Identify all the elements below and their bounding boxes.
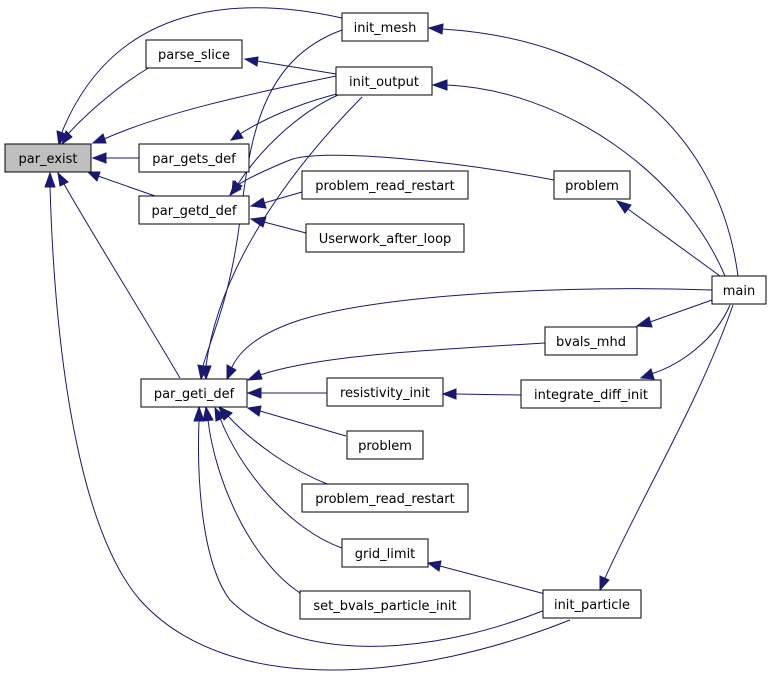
edge-main-to-integrate-diff-init	[639, 304, 731, 380]
edge-problem-to-par-getd-def	[229, 154, 555, 197]
node-problem-2[interactable]: problem	[346, 430, 424, 460]
node-problem-read-restart-1[interactable]: problem_read_restart	[301, 170, 469, 200]
node-label: grid_limit	[355, 547, 416, 562]
node-label: integrate_diff_init	[534, 388, 648, 403]
node-label: init_particle	[554, 598, 630, 613]
node-problem-1[interactable]: problem	[553, 170, 631, 200]
edge-userwork-to-par-getd-def	[249, 216, 307, 234]
node-label: init_mesh	[354, 21, 417, 36]
node-par-exist[interactable]: par_exist	[4, 143, 92, 173]
node-label: par_geti_def	[154, 387, 235, 402]
node-resistivity-init[interactable]: resistivity_init	[326, 377, 444, 407]
node-init-output[interactable]: init_output	[335, 66, 433, 96]
edge-par-geti-def-to-par-exist	[57, 171, 181, 379]
node-label: resistivity_init	[340, 386, 430, 401]
edge-problem-read-restart-1-to-par-getd-def	[249, 191, 303, 209]
edge-init-particle-to-par-geti-def	[193, 405, 546, 647]
edge-main-to-init-particle	[599, 304, 734, 592]
edge-problem-2-to-par-geti-def	[246, 405, 347, 437]
edge-init-output-to-par-gets-def	[229, 91, 346, 141]
node-grid-limit[interactable]: grid_limit	[341, 538, 429, 568]
node-par-gets-def[interactable]: par_gets_def	[138, 143, 250, 173]
edge-init-output-to-par-exist	[91, 75, 337, 144]
edge-parse-slice-to-par-exist	[61, 66, 151, 146]
edge-integrate-diff-init-to-resistivity-init	[441, 388, 522, 400]
edge-main-to-problem	[615, 200, 721, 277]
node-label: set_bvals_particle_init	[313, 599, 456, 614]
edge-main-to-bvals-mhd	[635, 299, 713, 328]
node-label: par_exist	[18, 152, 77, 167]
node-label: Userwork_after_loop	[319, 232, 452, 247]
node-label: init_output	[349, 75, 419, 90]
node-label: problem	[565, 179, 619, 194]
node-parse-slice[interactable]: parse_slice	[145, 39, 243, 69]
node-problem-read-restart-2[interactable]: problem_read_restart	[301, 483, 469, 513]
edge-init-particle-to-par-exist	[44, 171, 571, 671]
node-bvals-mhd[interactable]: bvals_mhd	[544, 326, 638, 356]
node-init-mesh[interactable]: init_mesh	[341, 12, 429, 42]
node-integrate-diff-init[interactable]: integrate_diff_init	[520, 379, 662, 409]
node-par-getd-def[interactable]: par_getd_def	[138, 195, 250, 225]
edge-par-gets-def-to-par-exist	[91, 152, 139, 164]
node-label: main	[723, 284, 755, 299]
edge-init-output-to-parse-slice	[243, 56, 337, 75]
edge-problem-read-restart-2-to-par-geti-def	[218, 406, 331, 486]
edge-main-to-init-output	[431, 79, 726, 277]
edge-set-bvals-to-par-geti-def	[202, 405, 301, 594]
node-label: bvals_mhd	[556, 335, 626, 350]
edge-resistivity-init-to-par-geti-def	[246, 387, 327, 399]
node-label: problem	[358, 439, 412, 454]
nodes: par_exist parse_slice par_gets_def par_g…	[4, 12, 767, 620]
node-init-particle[interactable]: init_particle	[542, 589, 642, 619]
node-main[interactable]: main	[711, 275, 767, 305]
edges	[44, 7, 739, 671]
node-userwork-after-loop[interactable]: Userwork_after_loop	[305, 223, 465, 253]
node-label: par_gets_def	[152, 152, 236, 167]
edge-bvals-mhd-to-par-geti-def	[246, 342, 546, 381]
node-par-geti-def[interactable]: par_geti_def	[140, 378, 248, 408]
node-label: parse_slice	[158, 48, 230, 63]
node-set-bvals-particle-init[interactable]: set_bvals_particle_init	[299, 590, 471, 620]
edge-main-to-init-mesh	[427, 23, 739, 277]
edge-init-mesh-to-par-exist	[56, 7, 343, 147]
edge-init-particle-to-grid-limit	[426, 560, 546, 595]
node-label: problem_read_restart	[315, 179, 454, 194]
edge-main-to-par-geti-def	[226, 288, 713, 381]
node-label: problem_read_restart	[315, 492, 454, 507]
edge-grid-limit-to-par-geti-def	[214, 406, 343, 549]
node-label: par_getd_def	[152, 204, 237, 219]
edge-par-getd-def-to-par-exist	[86, 171, 156, 197]
